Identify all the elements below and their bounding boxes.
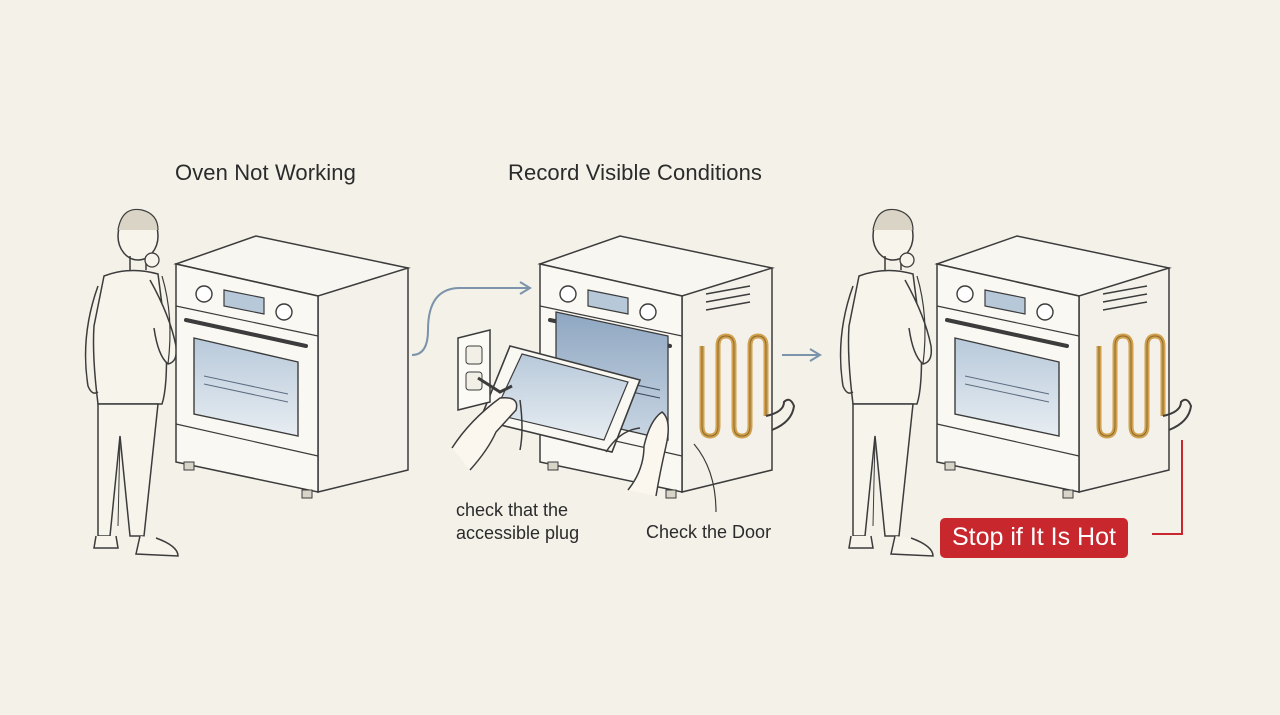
stop-if-hot-warning: Stop if It Is Hot	[940, 518, 1128, 558]
arrow-head-1-icon	[519, 281, 532, 295]
oven-right-icon	[935, 234, 1191, 500]
hands-icon	[451, 397, 669, 497]
heading-record-visible-conditions: Record Visible Conditions	[508, 160, 763, 185]
oven-middle-icon	[478, 234, 794, 500]
plug-caption: check that the accessible plug	[456, 499, 579, 545]
person-left-icon	[84, 208, 179, 557]
door-caption: Check the Door	[646, 522, 772, 542]
person-right-icon	[839, 208, 934, 557]
flow-arrow-1	[411, 287, 528, 356]
oven-left-icon	[174, 234, 410, 500]
warning-connector	[1152, 440, 1183, 535]
plug-caption-line1: check that the	[456, 500, 569, 520]
wall-outlet-icon	[457, 329, 513, 411]
plug-caption-line2: accessible plug	[456, 523, 580, 543]
door-pointer-line	[693, 443, 717, 513]
arrow-head-2-icon	[809, 348, 822, 362]
heading-oven-not-working: Oven Not Working	[175, 160, 356, 185]
